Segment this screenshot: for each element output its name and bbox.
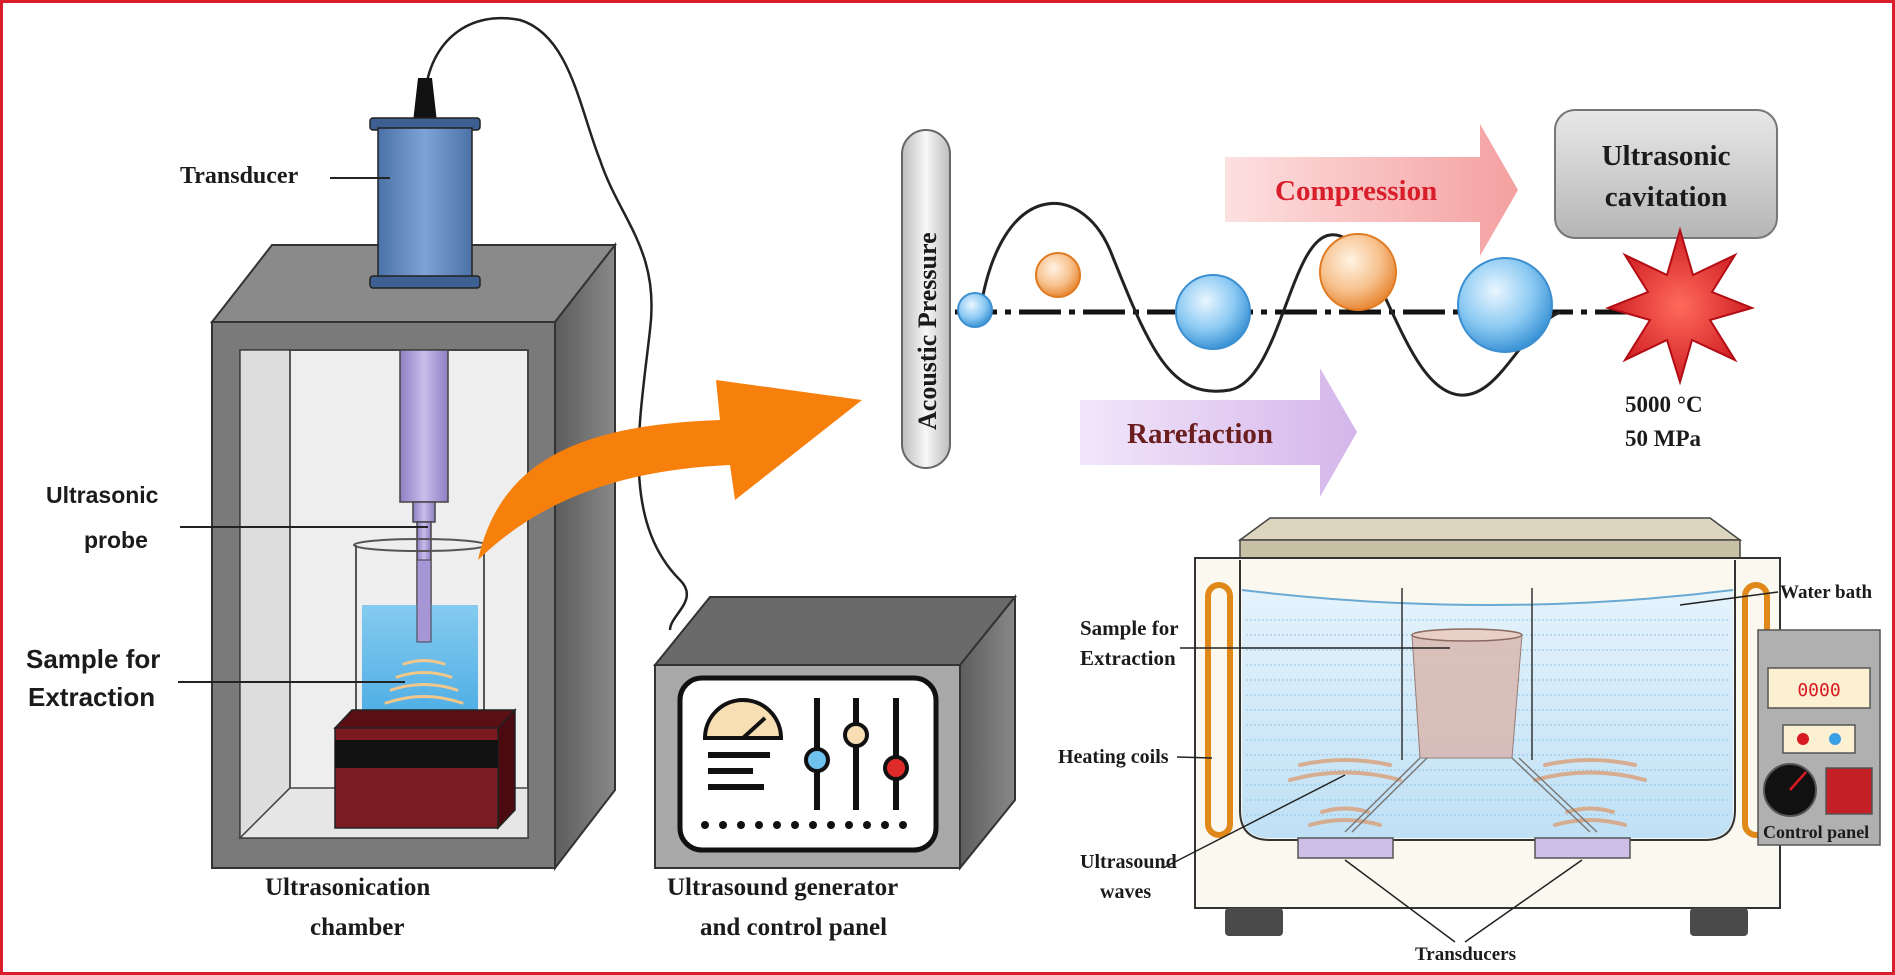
cavitation-burst-icon [1604,226,1756,386]
water-bath-pointer [1679,591,1779,606]
cavitation-label-line2: cavitation [1605,181,1727,213]
water-bath-label: Water bath [1780,582,1872,603]
probe-label-line1: Ultrasonic [46,482,159,508]
cavitation-label-line1: Ultrasonic [1602,140,1731,172]
bubble-1 [957,292,993,328]
transducers-pointer-left [1344,859,1456,943]
rarefaction-arrow [1080,368,1357,497]
sample-label-line2: Extraction [28,682,155,712]
transducer-label: Transducer [180,163,299,189]
bath-display-value: 0000 [1797,680,1840,701]
acoustic-pressure-pill [901,129,951,469]
bubble-5 [1457,257,1553,353]
chamber-label-line1: Ultrasonication [265,874,430,901]
rarefaction-label: Rarefaction [1127,418,1273,450]
generator-label-line2: and control panel [700,914,887,941]
transducer-cable [423,16,689,631]
cavitation-box [1554,109,1778,239]
temperature-value: 5000 °C [1625,392,1703,417]
bath-control-panel [1757,629,1881,846]
ultrasound-waves-label-line2: waves [1100,881,1151,903]
generator-label-line1: Ultrasound generator [667,874,898,901]
ultrasound-waves-label-line1: Ultrasound [1080,851,1177,873]
hot-plate [333,708,517,830]
ultrasonic-bath [1194,517,1781,936]
ultrasound-waves-pointer [1162,774,1346,869]
pressure-value: 50 MPa [1625,426,1702,451]
control-panel-label: Control panel [1763,822,1869,842]
transducers-label: Transducers [1415,944,1516,965]
bath-sample-label-line2: Extraction [1080,646,1176,670]
compression-label: Compression [1275,175,1437,207]
acoustic-wave [978,202,1561,397]
heating-coils-pointer [1176,756,1213,759]
transducers-pointer-right [1464,859,1583,943]
process-arrow [478,380,862,560]
bath-sample-label-line1: Sample for [1080,616,1179,640]
bubble-3 [1175,274,1251,350]
bubble-4 [1319,233,1397,311]
ultrasound-generator [652,594,1018,871]
bubble-2 [1035,252,1081,298]
heating-coils-label: Heating coils [1058,746,1169,768]
sample-label-line1: Sample for [26,644,160,674]
transducer [369,78,481,289]
compression-arrow [1225,124,1518,256]
chamber-label-line2: chamber [310,914,404,941]
probe-label-line2: probe [84,527,148,553]
acoustic-pressure-label: Acoustic Pressure [913,232,942,430]
